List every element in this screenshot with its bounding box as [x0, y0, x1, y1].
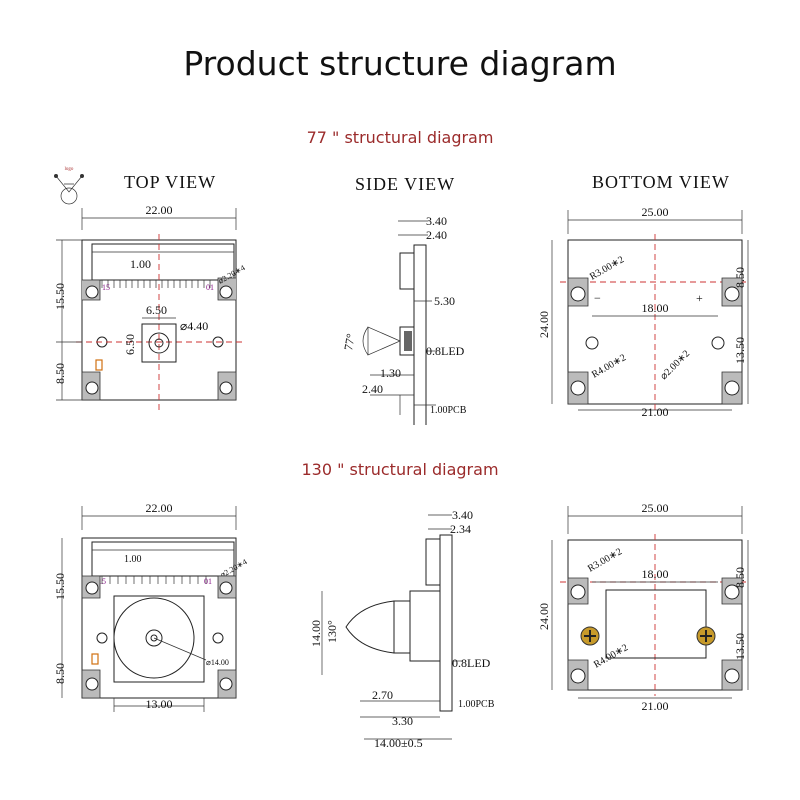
section1-bottom-view-drawing: 25.00 R3.00∗2 R4.00∗2 ⌀2.00∗2 − + 18.00 …	[537, 205, 749, 419]
side1-d2: 2.40	[426, 228, 447, 242]
bottom1-hole	[724, 286, 740, 302]
side2-lens-barrel	[409, 590, 441, 662]
side2-lens-dome	[345, 600, 395, 654]
bottom2-pitch: 18.00	[642, 567, 669, 581]
top2-height-dim: 15.50	[53, 573, 67, 600]
top1-pin-right: 01	[206, 283, 214, 292]
bottom1-plus: +	[696, 291, 703, 305]
bottom2-right2: 13.50	[733, 633, 747, 660]
side1-led: 0.8LED	[426, 344, 465, 358]
top1-pin-row	[101, 280, 211, 288]
side2-d4: 3.30	[392, 714, 413, 728]
bottom1-pitch: 18.00	[642, 301, 669, 315]
side1-angle: 77°	[341, 332, 358, 351]
section1-top-view-drawing: 22.00 1.00 15 01 ⌀2.20∗4 6.50 6.50 ⌀4.40…	[53, 203, 247, 410]
top1-connector	[91, 243, 235, 281]
top2-lens-base	[113, 595, 205, 683]
side1-d4: 1.30	[380, 366, 401, 380]
top1-mount-hole	[219, 285, 233, 299]
top1-lens-diameter: ⌀4.40	[180, 319, 208, 333]
top2-width-dim: 22.00	[146, 501, 173, 515]
top1-width-dim: 22.00	[146, 203, 173, 217]
section2-side-view-drawing: 3.40 2.34 130° 14.00 0.8LED 2.70 1.00PCB…	[309, 508, 495, 750]
brand-logo-icon: logo	[54, 167, 84, 205]
side2-pcb	[439, 534, 453, 712]
section1-subtitle: 77 " structural diagram	[306, 128, 494, 147]
top2-pin-left: 15	[98, 577, 106, 586]
bottom2-r1: R3.00∗2	[586, 546, 624, 574]
side2-pcb-dim: 1.00PCB	[458, 699, 495, 710]
top1-pitch-dim: 1.00	[130, 257, 151, 271]
bottom1-r1: R3.00∗2	[588, 254, 626, 282]
bottom2-height: 24.00	[537, 603, 551, 630]
side2-d2: 2.34	[450, 522, 471, 536]
top1-lower-dim: 8.50	[53, 363, 67, 384]
bottom1-r2: R4.00∗2	[590, 352, 628, 380]
side2-led: 0.8LED	[452, 656, 491, 670]
top1-pin-left: 15	[102, 283, 110, 292]
bottom2-bottom: 21.00	[642, 699, 669, 713]
section1-side-view-drawing: 3.40 2.40 5.30 77° 0.8LED 1.30 2.40 1.00…	[341, 214, 467, 425]
top1-lens-holder	[141, 323, 177, 363]
top2-lens-width: 13.00	[146, 697, 173, 711]
bottom1-bottom: 21.00	[642, 405, 669, 419]
section1-side-view-label: SIDE VIEW	[355, 174, 456, 194]
section1-bottom-view-label: BOTTOM VIEW	[592, 172, 730, 192]
side1-pcb-dim: 1.00PCB	[430, 405, 467, 416]
section2-subtitle: 130 " structural diagram	[301, 460, 499, 479]
bottom1-right2: 13.50	[733, 337, 747, 364]
side1-d1: 3.40	[426, 214, 447, 228]
bottom1-right1: 8.50	[733, 267, 747, 288]
top2-lower-dim: 8.50	[53, 663, 67, 684]
top1-lens-width: 6.50	[146, 303, 167, 317]
bottom1-hole-dim: ⌀2.00∗2	[658, 348, 692, 382]
side1-connector	[399, 252, 415, 290]
side2-height: 14.00	[309, 620, 323, 647]
side2-angle: 130°	[325, 620, 339, 643]
bottom1-minus: −	[594, 291, 601, 305]
bottom1-height: 24.00	[537, 311, 551, 338]
side2-total: 14.00±0.5	[374, 736, 423, 750]
page-title: Product structure diagram	[183, 44, 617, 83]
top1-led	[95, 359, 103, 371]
side2-d3: 2.70	[372, 688, 393, 702]
section2-top-view-drawing: 22.00 1.00 15 01 ⌀2.20∗4 ⌀14.00 13.00 15…	[53, 501, 249, 712]
top2-board-outline	[81, 537, 237, 699]
svg-text:logo: logo	[65, 167, 74, 172]
section1-top-view-label: TOP VIEW	[124, 172, 217, 192]
top1-mount-hole	[85, 285, 99, 299]
side1-pcb	[413, 244, 427, 425]
top1-lens-height: 6.50	[123, 334, 137, 355]
bottom1-hole	[570, 286, 586, 302]
side1-d5: 2.40	[362, 382, 383, 396]
side1-d3: 5.30	[434, 294, 455, 308]
bottom1-width: 25.00	[642, 205, 669, 219]
bottom2-right1: 8.50	[733, 567, 747, 588]
top2-pitch-dim: 1.00	[124, 554, 142, 565]
side2-d1: 3.40	[452, 508, 473, 522]
top2-lens	[113, 597, 195, 679]
top2-pin-right: 01	[204, 577, 212, 586]
top2-lens-diameter: ⌀14.00	[206, 658, 229, 667]
bottom2-width: 25.00	[642, 501, 669, 515]
top1-height-dim: 15.50	[53, 283, 67, 310]
top2-led	[91, 653, 99, 665]
section2-bottom-view-drawing: 25.00 R3.00∗2 R4.00∗2 18.00 24.00 8.50 1…	[537, 501, 749, 713]
bottom2-r2: R4.00∗2	[592, 642, 630, 670]
